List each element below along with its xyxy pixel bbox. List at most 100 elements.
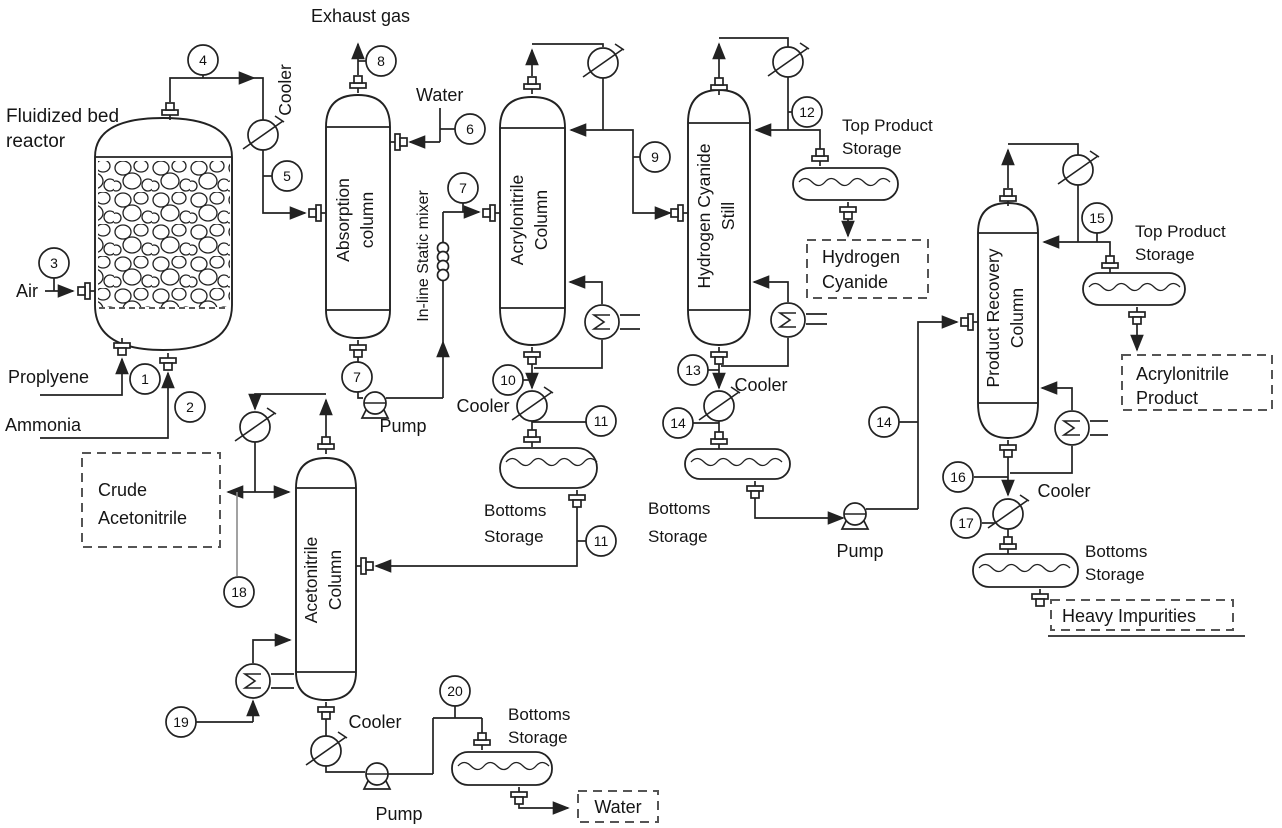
acetonitrile-reboiler-icon: [235, 663, 271, 699]
stream-3: 3: [38, 247, 70, 279]
acrylonitrile-cooler-label: Cooler: [456, 396, 509, 416]
fluidized-bed-reactor: [94, 117, 233, 351]
stream-2: 2: [174, 391, 206, 423]
stream-16: 16: [942, 461, 974, 493]
hydrogen-cyanide-still-label: Hydrogen Cyanide Still: [694, 144, 738, 289]
stream-14b: 14: [868, 406, 900, 438]
stream-7a: 7: [341, 361, 373, 393]
svg-text:Cyanide: Cyanide: [822, 272, 888, 292]
acetonitrile-pump-label: Pump: [375, 804, 422, 824]
svg-text:column: column: [357, 192, 377, 248]
svg-text:9: 9: [651, 149, 659, 165]
product-recovery-column: [977, 202, 1039, 439]
svg-text:7: 7: [353, 369, 361, 385]
svg-text:15: 15: [1089, 210, 1105, 226]
acetonitrile-column: [295, 457, 357, 701]
acetonitrile-bottoms-storage-label: Bottoms: [508, 705, 570, 724]
svg-text:Acetonitrile: Acetonitrile: [301, 537, 321, 624]
stream-4: 4: [187, 44, 219, 76]
stream-14a: 14: [662, 407, 694, 439]
reactor-cooler-label: Cooler: [275, 64, 295, 116]
absorption-column-label: Absorption column: [333, 178, 377, 262]
product-recovery-column-label: Product Recovery Column: [983, 248, 1027, 387]
stream-11b: 11: [585, 525, 617, 557]
svg-text:Storage: Storage: [842, 139, 902, 158]
svg-text:Storage: Storage: [508, 728, 568, 747]
svg-text:Column: Column: [1007, 288, 1027, 348]
acetonitrile-bottoms-pump-icon: [363, 762, 391, 790]
svg-text:Acrylonitrile: Acrylonitrile: [507, 175, 527, 265]
acetonitrile-column-label: Acetonitrile Column: [301, 537, 345, 624]
water-in-label: Water: [416, 85, 463, 105]
svg-text:Hydrogen Cyanide: Hydrogen Cyanide: [694, 144, 714, 289]
stream-10: 10: [492, 364, 524, 396]
stream-17: 17: [950, 507, 982, 539]
static-mixer-icon: [436, 241, 450, 282]
svg-text:Still: Still: [718, 202, 738, 230]
stream-1: 1: [129, 363, 161, 395]
svg-text:6: 6: [466, 121, 474, 137]
svg-text:18: 18: [231, 584, 247, 600]
pr-top-product-tank: [1082, 272, 1186, 306]
reactor-label: Fluidized bed: [6, 106, 119, 127]
catalyst-bed-pattern: [98, 161, 230, 307]
svg-text:1: 1: [141, 371, 149, 387]
static-mixer-label: In-line Static mixer: [415, 190, 432, 322]
svg-text:Storage: Storage: [648, 527, 708, 546]
water-out-box: [577, 790, 659, 823]
hydrogen-cyanide-still: [687, 89, 751, 346]
svg-text:Product Recovery: Product Recovery: [983, 248, 1003, 387]
acetonitrile-bottoms-tank: [451, 751, 553, 786]
svg-text:17: 17: [958, 515, 974, 531]
hcn-cooler-label: Cooler: [734, 375, 787, 395]
svg-text:11: 11: [594, 413, 609, 429]
svg-text:14: 14: [876, 414, 892, 430]
absorber-bottoms-pump-icon: [361, 391, 389, 419]
pr-cooler-label: Cooler: [1037, 481, 1090, 501]
stream-18: 18: [223, 576, 255, 608]
pr-bottoms-cooler-icon: [987, 494, 1030, 530]
acrylonitrile-reboiler-icon: [584, 304, 620, 340]
stream-13: 13: [677, 354, 709, 386]
propylene-label: Proplyene: [8, 367, 89, 387]
heavy-impurities-label: Heavy Impurities: [1062, 606, 1196, 626]
acrylonitrile-column: [499, 96, 566, 346]
svg-text:16: 16: [950, 469, 966, 485]
acrylonitrile-column-label: Acrylonitrile Column: [507, 175, 551, 265]
acetonitrile-bottoms-cooler-icon: [305, 731, 348, 767]
stream-20: 20: [439, 675, 471, 707]
stream-9: 9: [639, 141, 671, 173]
absorption-column: [325, 94, 391, 339]
exhaust-gas-label: Exhaust gas: [311, 6, 410, 26]
svg-text:Acetonitrile: Acetonitrile: [98, 508, 187, 528]
svg-text:Column: Column: [325, 550, 345, 610]
reactor-effluent-cooler-icon: [242, 115, 285, 151]
svg-text:8: 8: [377, 53, 385, 69]
water-out-label: Water: [594, 797, 641, 817]
acetonitrile-condenser-icon: [234, 407, 277, 443]
stream-19: 19: [165, 706, 197, 738]
heavy-impurities-box: [1050, 599, 1234, 631]
stream-circles: 1 2 3 4 5 6 7 7 8 9 10 11 11 12 13 14 14…: [38, 44, 1113, 738]
ammonia-label: Ammonia: [5, 415, 82, 435]
svg-text:Storage: Storage: [1135, 245, 1195, 264]
svg-text:12: 12: [799, 104, 815, 120]
hydrogen-cyanide-box: [806, 239, 929, 299]
svg-text:20: 20: [447, 683, 463, 699]
acrylonitrile-product-box: [1121, 354, 1273, 411]
crude-acetonitrile-box: [81, 452, 221, 548]
hcn-bottoms-storage-label: Bottoms: [648, 499, 710, 518]
svg-text:10: 10: [500, 372, 516, 388]
svg-text:14: 14: [670, 415, 686, 431]
labels: Fluidized bed reactor Air Proplyene Ammo…: [5, 6, 1229, 824]
svg-text:Storage: Storage: [1085, 565, 1145, 584]
svg-text:19: 19: [173, 714, 189, 730]
hcn-reboiler-icon: [770, 302, 806, 338]
pr-condenser-icon: [1057, 150, 1100, 186]
acetonitrile-cooler-label: Cooler: [348, 712, 401, 732]
hcn-top-product-tank: [792, 167, 899, 201]
pr-bottoms-tank: [972, 553, 1079, 588]
hcn-bottoms-tank: [684, 448, 791, 480]
